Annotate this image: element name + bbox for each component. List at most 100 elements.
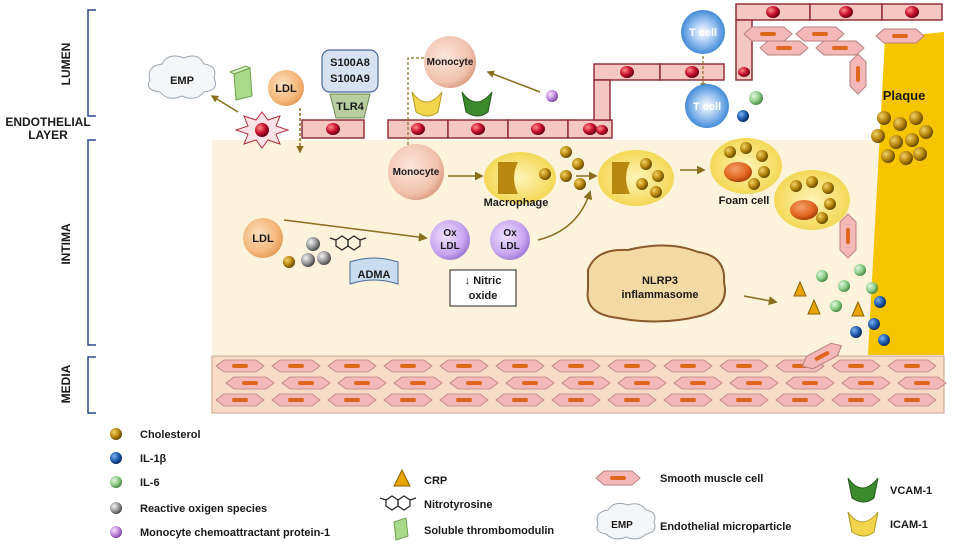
ros-2 — [301, 253, 315, 267]
nitrotyrosine-structure — [329, 235, 367, 251]
media-smooth-muscle-cell — [729, 376, 779, 390]
media-smooth-muscle-cell — [887, 393, 937, 407]
nitric-oxide-line1: ↓ Nitric — [465, 275, 502, 287]
arrow-mcp1-to-monocyte — [486, 70, 541, 93]
media-smooth-muscle-cell — [449, 376, 499, 390]
foam-cell-1-nucleus — [724, 162, 752, 182]
intima-region — [212, 140, 944, 355]
macrophage-nucleus — [498, 162, 518, 194]
foam-cell-2-nucleus — [790, 200, 818, 220]
endothelial-nucleus — [471, 123, 485, 135]
legend-emp-text: Endothelial microparticle — [660, 521, 791, 533]
legend-vcam1-icon — [847, 477, 879, 503]
legend-nitrotyrosine-text: Nitrotyrosine — [424, 499, 492, 511]
smooth-muscle-cell — [815, 40, 865, 56]
legend-mcp1-icon — [110, 526, 122, 538]
media-smooth-muscle-cell — [271, 359, 321, 373]
legend-mcp1-text: Monocyte chemoattractant protein-1 — [140, 527, 330, 539]
cholesterol-intima — [283, 256, 295, 268]
tlr4-receptor: TLR4 — [329, 93, 371, 119]
media-smooth-muscle-cell — [225, 376, 275, 390]
media-smooth-muscle-cell — [327, 393, 377, 407]
media-smooth-muscle-cell — [215, 393, 265, 407]
ox-ldl-2-label-b: LDL — [500, 241, 519, 252]
region-label-media: MEDIA — [59, 364, 73, 403]
foam-cholesterol — [806, 176, 818, 188]
nlrp3-inflammasome — [586, 244, 726, 323]
media-smooth-muscle-cell — [383, 393, 433, 407]
legend-vcam1-text: VCAM-1 — [890, 485, 932, 497]
ox-ldl-1-label-a: Ox — [443, 228, 457, 239]
legend-thrombomodulin-text: Soluble thrombomodulin — [424, 525, 554, 537]
cholesterol-free — [572, 158, 584, 170]
endothelial-nucleus — [905, 6, 919, 18]
cholesterol-free — [560, 170, 572, 182]
media-smooth-muscle-cell — [607, 359, 657, 373]
plaque-cholesterol-particle — [881, 149, 895, 163]
media-smooth-muscle-cell — [551, 393, 601, 407]
plaque-cholesterol-particle — [919, 125, 933, 139]
media-smooth-muscle-cell — [393, 376, 443, 390]
media-smooth-muscle-cell — [719, 393, 769, 407]
vcam1-receptor — [461, 91, 493, 117]
media-smooth-muscle-cell — [337, 376, 387, 390]
tlr4-label: TLR4 — [336, 101, 364, 113]
ox-ldl-2 — [490, 220, 530, 260]
legend-ros-icon — [110, 502, 122, 514]
legend-crp-icon — [393, 468, 411, 487]
region-label-endothelial-2: LAYER — [28, 128, 68, 142]
s100a8-label: S100A8 — [330, 57, 370, 69]
s100a9-label: S100A9 — [330, 73, 370, 85]
nitric-oxide-box: ↓ Nitric oxide — [449, 269, 517, 307]
media-smooth-muscle-cell — [215, 359, 265, 373]
legend-ros-text: Reactive oxigen species — [140, 503, 267, 515]
media-smooth-muscle-cell — [271, 393, 321, 407]
migrating-smooth-muscle-cell — [801, 342, 843, 370]
mcp1-lumen — [546, 90, 558, 102]
smooth-muscle-cell-vertical — [839, 213, 857, 259]
plaque-cholesterol-particle — [909, 111, 923, 125]
media-smooth-muscle-cell — [897, 376, 947, 390]
monocyte-intima-label: Monocyte — [393, 167, 440, 178]
ldl-lumen-label: LDL — [275, 83, 297, 95]
cytokine-cluster — [793, 264, 890, 346]
macrophage-engulf-cholesterol — [539, 168, 551, 180]
nitric-oxide-line2: oxide — [469, 290, 498, 302]
emp-label: EMP — [170, 75, 194, 87]
foam-cholesterol — [824, 198, 836, 210]
media-smooth-muscle-cell — [281, 376, 331, 390]
media-smooth-muscle-cell — [617, 376, 667, 390]
media-smooth-muscle-cell — [663, 393, 713, 407]
media-smooth-muscle-cell — [719, 359, 769, 373]
media-smooth-muscle-cell — [831, 393, 881, 407]
endothelial-cell-vertical — [593, 79, 611, 121]
region-label-lumen: LUMEN — [59, 43, 73, 86]
media-smooth-muscle-cell — [551, 359, 601, 373]
media-smooth-muscle-cell — [887, 359, 937, 373]
t-cell-mid — [685, 84, 729, 128]
arrow-oxldl-to-macrophage — [537, 190, 593, 241]
smooth-muscle-cell-lumen-vertical — [849, 53, 867, 95]
media-smooth-muscle-cell — [831, 359, 881, 373]
smooth-muscle-cell — [759, 40, 809, 56]
legend-il1b-icon — [110, 452, 122, 464]
adma-scroll: ADMA — [349, 257, 399, 285]
media-smooth-muscle-cell — [327, 359, 377, 373]
nlrp3-line2: inflammasome — [621, 289, 698, 301]
cholesterol-inside — [652, 170, 664, 182]
media-smooth-muscle-cell — [785, 376, 835, 390]
region-brackets — [87, 9, 96, 414]
il6-near-tcell — [749, 91, 763, 105]
endothelial-nucleus — [583, 123, 597, 135]
endothelial-nucleus — [411, 123, 425, 135]
foam-cholesterol — [756, 150, 768, 162]
adma-label: ADMA — [358, 269, 391, 281]
media-smooth-muscle-cell — [561, 376, 611, 390]
endothelial-nucleus — [531, 123, 545, 135]
legend-nitrotyrosine-icon — [379, 495, 417, 511]
legend-icam1-icon — [847, 511, 879, 537]
media-smooth-muscle-cell — [673, 376, 723, 390]
il1b-near-tcell — [737, 110, 749, 122]
monocyte-lumen-label: Monocyte — [427, 57, 474, 68]
